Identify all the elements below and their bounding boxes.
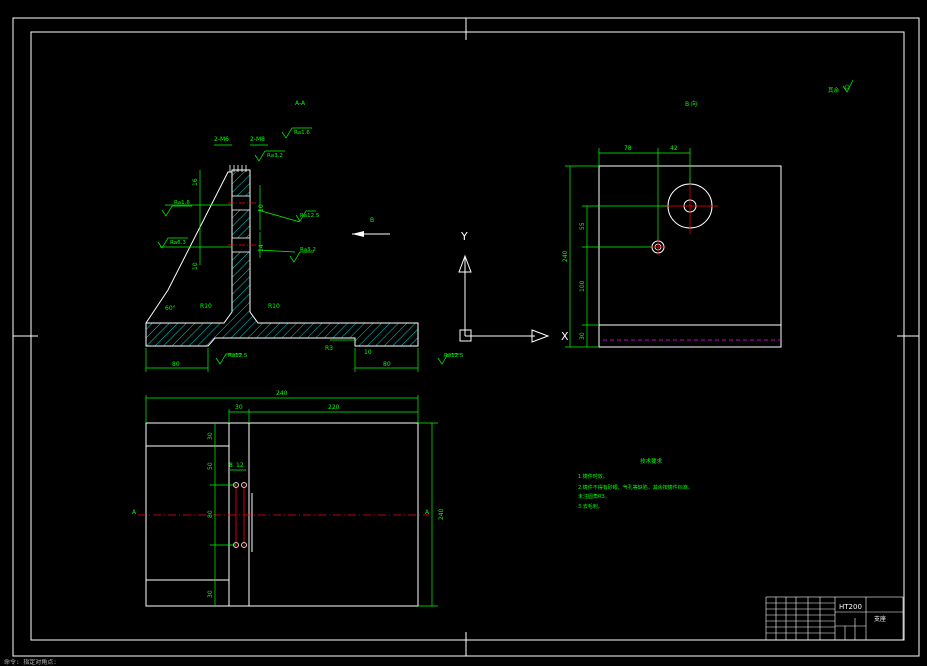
dim-base-thk: 10 [364,349,372,356]
ucs-icon[interactable]: Y X [458,230,569,343]
dim-vertical-1: 16 [192,178,199,186]
svg-text:其余: 其余 [828,86,840,94]
notes-line-4: 3.去毛刺。 [578,503,603,510]
dim-radius-left: R10 [200,303,212,310]
view-b-title: B 向 [685,100,697,108]
dim-angle: 60° [165,305,176,312]
ucs-x-label: X [561,330,569,343]
dim-50: 50 [207,462,214,470]
dim-240-side: 240 [438,508,445,520]
section-label: A-A [295,100,306,107]
dim-hole-depth-2: 14 [258,244,265,252]
dim-30a: 30 [207,432,214,440]
roughness-r5: Ra6.3 [170,240,186,246]
title-block-name: 支座 [874,615,886,623]
dim-78: 78 [624,145,632,152]
notes-line-2: 2.铸件不得有砂眼、气孔等缺陷，其余按铸件标准。 [578,484,693,491]
dim-radius-right: R10 [268,303,280,310]
dim-radius-small: R3 [325,345,333,352]
dim-55: 55 [579,222,586,230]
title-block [765,596,904,641]
view-arrow-label: B [370,217,374,224]
dim-base-left: 80 [172,361,180,368]
view-arrow-b: B [352,217,390,237]
top-view: 240 30 220 30 50 80 30 240 12 8 A A [132,390,445,607]
sheet-border [12,17,920,657]
ucs-y-label: Y [460,230,468,243]
roughness-r2: Ra3.2 [267,153,283,159]
section-mark-left: A [132,509,137,516]
roughness-r1: Ra1.6 [294,130,310,136]
section-view-a-a: A-A [145,100,464,372]
dim-240-b: 240 [562,250,569,262]
roughness-symbols [157,127,460,365]
view-b: B 向 78 42 240 [562,100,782,348]
dim-240-top: 240 [276,390,288,397]
roughness-r8: Ra12.5 [444,353,464,359]
notes-heading: 技术要求 [640,457,663,465]
roughness-r4: Ra12.5 [300,213,320,219]
roughness-r6: Ra3.2 [300,247,316,253]
notes-line-3: 未注圆角R3。 [578,493,610,500]
notes-line-1: 1.铸件时效。 [578,473,608,480]
roughness-r3: Ra1.6 [174,200,190,206]
dim-100: 100 [579,280,586,292]
section-mark-right: A [425,509,430,516]
top-view-outline [145,422,419,607]
dim-220-top: 220 [328,404,340,411]
command-line[interactable]: 命令: 指定对角点: [0,659,927,666]
dim-thread-1: 2-M6 [214,136,229,143]
dim-8: 8 [229,462,233,469]
title-block-material: HT200 [839,603,862,611]
technical-notes: 技术要求 1.铸件时效。 2.铸件不得有砂眼、气孔等缺陷，其余按铸件标准。 未注… [578,457,693,510]
roughness-r7: Ra12.5 [228,353,248,359]
roughness-other: 其余 [828,79,854,94]
dim-30b: 30 [207,590,214,598]
dim-base-right: 80 [383,361,391,368]
dim-30-top: 30 [235,404,243,411]
dim-vertical-2: 10 [192,262,199,270]
dim-80: 80 [207,510,214,518]
section-hatch [145,169,419,347]
dim-thread-2: 2-M8 [250,136,265,143]
dim-42: 42 [670,145,678,152]
dim-hole-depth-1: 10 [258,204,265,212]
dim-30-b: 30 [579,332,586,340]
dim-12: 12 [236,462,244,469]
